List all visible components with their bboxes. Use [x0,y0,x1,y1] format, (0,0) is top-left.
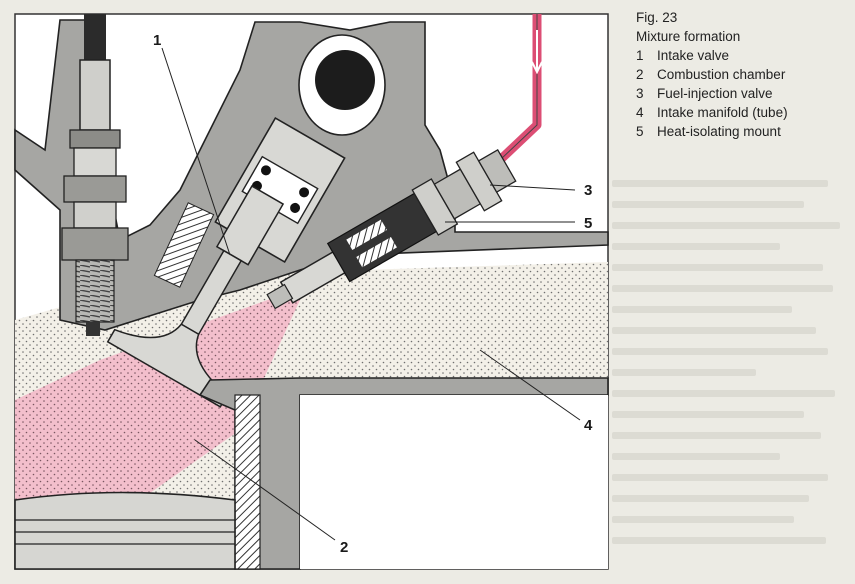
intake-valve [106,185,285,408]
faded-background-text [612,180,852,580]
water-jacket [300,395,608,569]
legend-list: 1 Intake valve 2 Combustion chamber 3 Fuel-… [636,46,851,141]
legend-item-text: Intake manifold (tube) [657,105,788,120]
figure-title: Mixture formation [636,29,741,44]
legend-item-number: 5 [636,124,644,139]
camshaft [315,50,375,110]
figure-number: Fig. 23 [636,10,678,25]
legend-item: 2 Combustion chamber [636,65,851,84]
callout-5: 5 [584,215,592,232]
leader-line-4 [479,349,581,421]
legend-item-text: Combustion chamber [657,67,786,82]
fuel-injection-valve [266,149,517,310]
legend-item-text: Intake valve [657,48,730,63]
legend-item: 5 Heat-isolating mount [636,122,851,141]
spark-plug [61,14,129,336]
fuel-flow-arrow [531,30,543,75]
figure-legend: Fig. 23 Mixture formation 1 Intake valve … [636,8,851,141]
legend-item-number: 4 [636,105,644,120]
legend-item: 1 Intake valve [636,46,851,65]
callout-4: 4 [584,417,593,434]
fuel-spray-cone [15,292,300,500]
callout-1: 1 [153,32,161,49]
legend-item-text: Fuel-injection valve [657,86,773,101]
piston [14,491,236,570]
callout-3: 3 [584,182,592,199]
head-insulation [153,202,215,288]
legend-item-number: 2 [636,67,644,82]
leader-line-1 [161,47,231,256]
cylinder-wall-insulation [234,394,261,570]
legend-item: 4 Intake manifold (tube) [636,103,851,122]
callout-2: 2 [340,539,348,556]
legend-item-text: Heat-isolating mount [657,124,781,139]
legend-item: 3 Fuel-injection valve [636,84,851,103]
leader-line-3 [489,184,576,191]
legend-item-number: 1 [636,48,644,63]
leader-line-2 [194,439,336,541]
legend-item-number: 3 [636,86,644,101]
